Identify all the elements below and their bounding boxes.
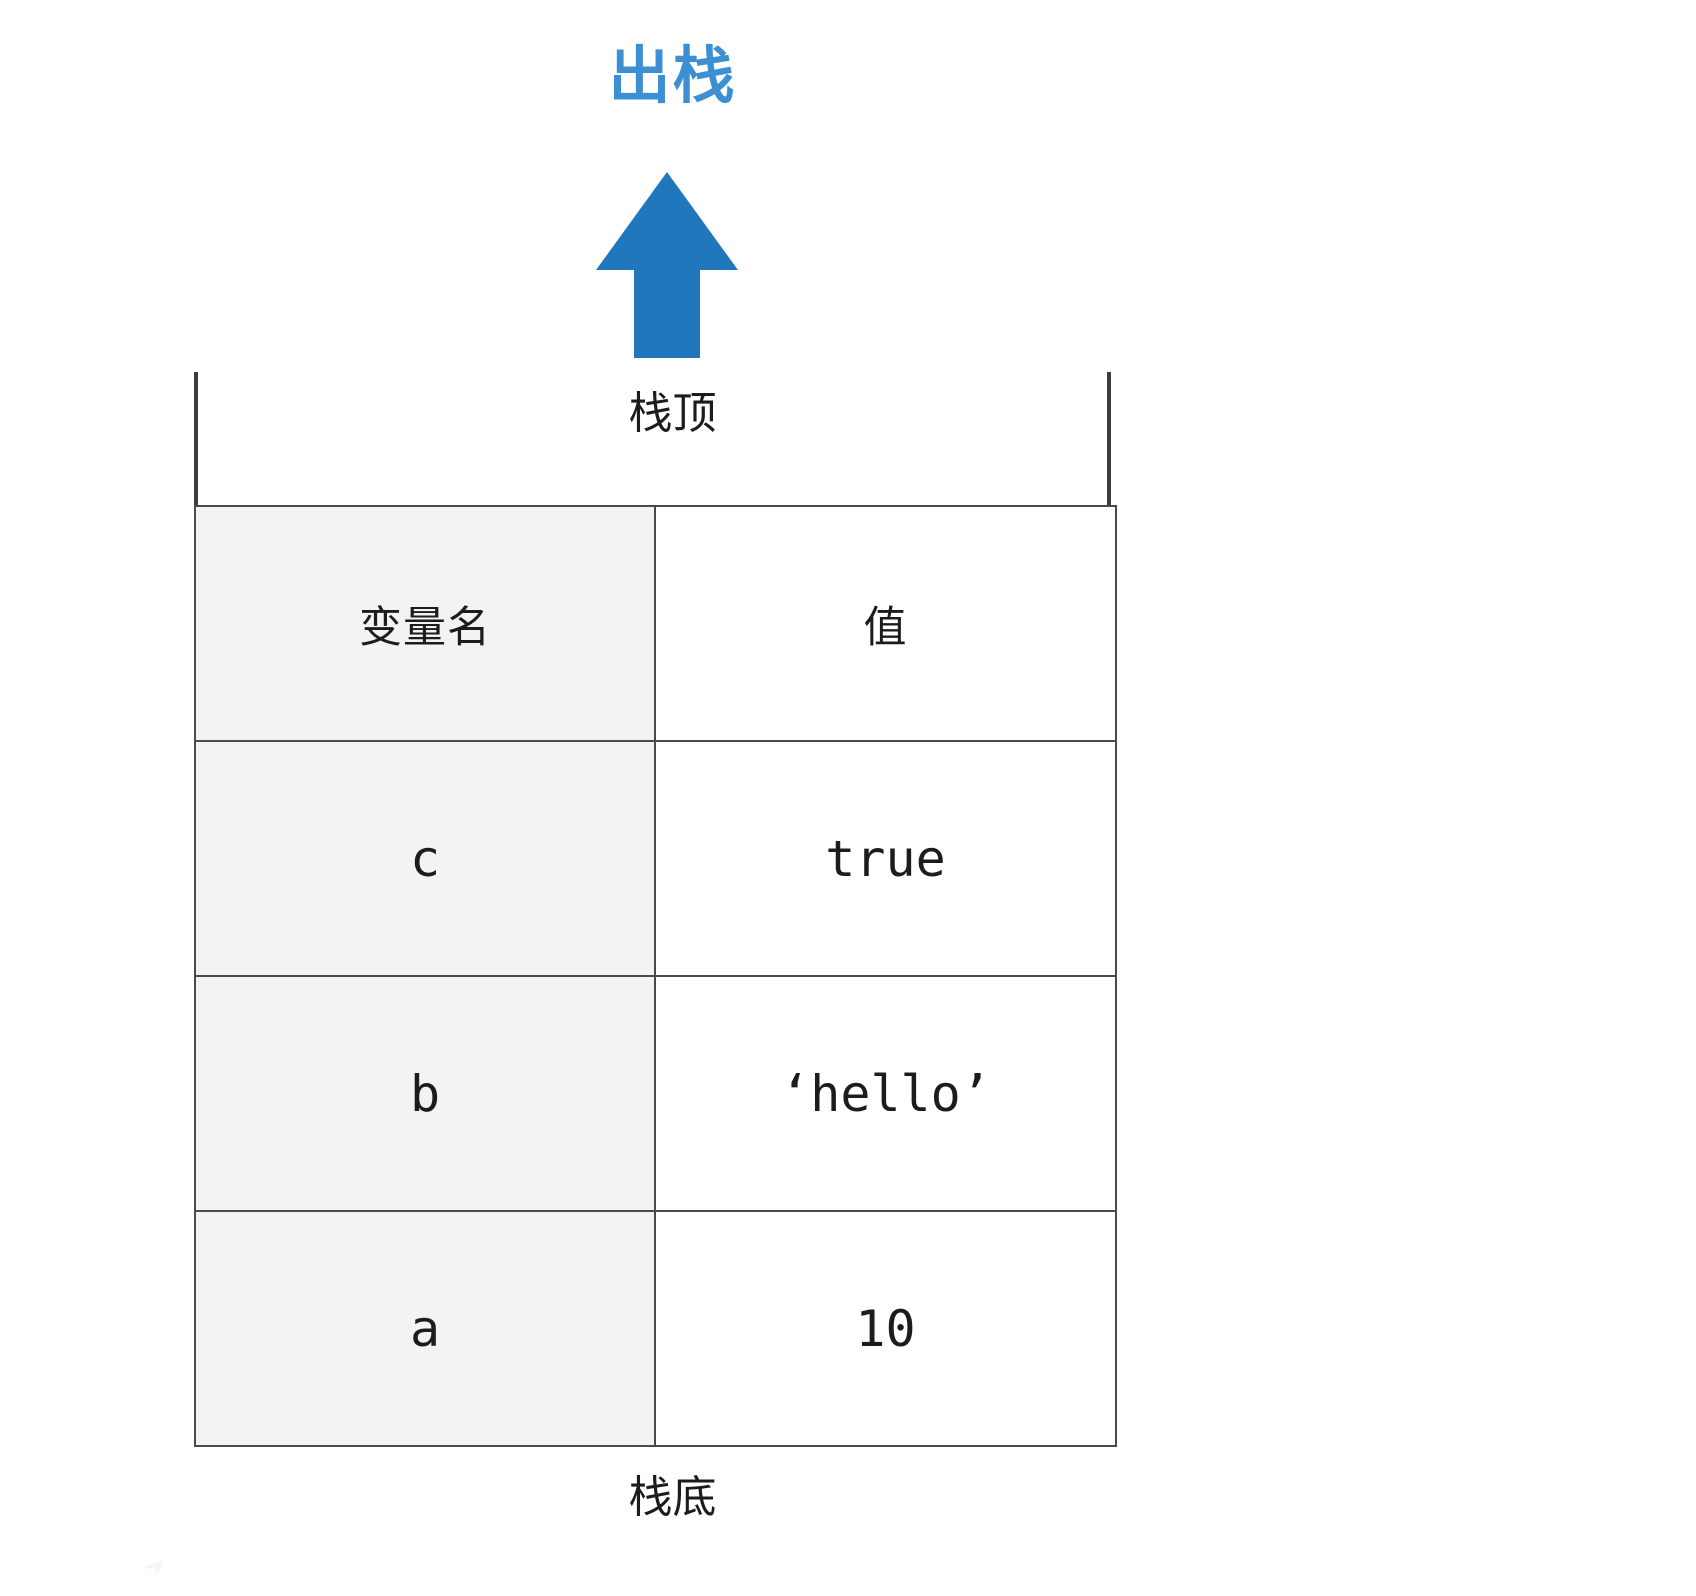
cell-variable-name-a: a [194, 1210, 656, 1447]
cell-value-b: ‘hello’ [654, 975, 1117, 1212]
stack-table: 变量名 值 c true b ‘hello’ [194, 505, 1117, 1447]
variable-value-text: ‘hello’ [780, 1064, 991, 1123]
stack-bottom-label: 栈底 [628, 1473, 717, 1522]
header-label-value: 值 [863, 603, 908, 652]
cell-value-c: true [654, 740, 1117, 977]
header-label-variable-name: 变量名 [359, 603, 491, 652]
table-row: c true [194, 740, 1117, 977]
variable-value-text: true [825, 829, 946, 888]
table-row: b ‘hello’ [194, 975, 1117, 1212]
variable-name-text: c [409, 829, 441, 888]
variable-name-text: b [409, 1064, 441, 1123]
table-row: a 10 [194, 1210, 1117, 1447]
stack-top-label: 栈顶 [628, 389, 717, 438]
pop-title-label: 出栈 [608, 42, 737, 111]
variable-value-text: 10 [855, 1299, 916, 1358]
corner-mark-icon [140, 1560, 170, 1574]
variable-name-text: a [409, 1299, 441, 1358]
cell-value-a: 10 [654, 1210, 1117, 1447]
table-header-row: 变量名 值 [194, 505, 1117, 742]
header-cell-variable-name: 变量名 [194, 505, 656, 742]
cell-variable-name-b: b [194, 975, 656, 1212]
up-arrow-icon [592, 168, 742, 358]
cell-variable-name-c: c [194, 740, 656, 977]
header-cell-value: 值 [654, 505, 1117, 742]
